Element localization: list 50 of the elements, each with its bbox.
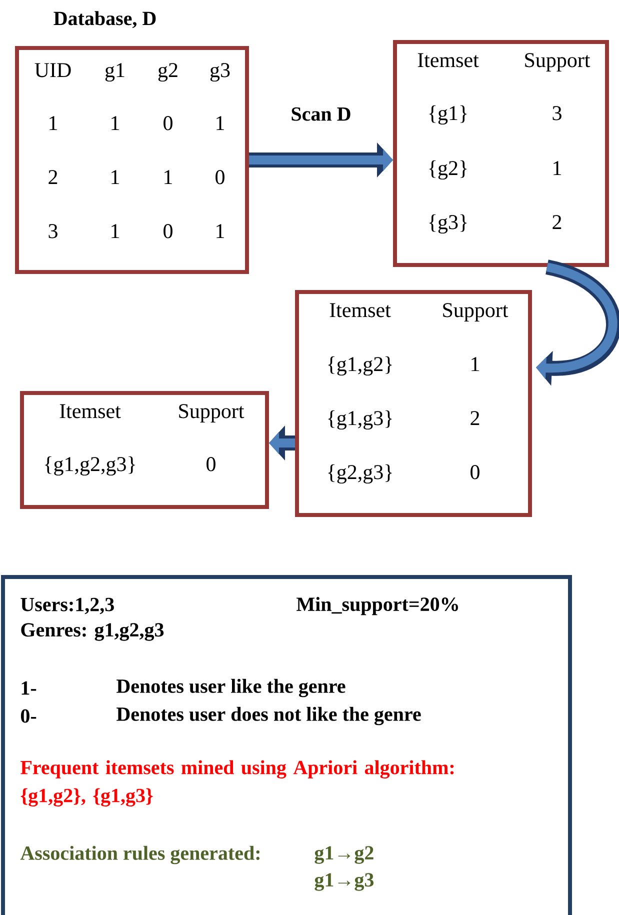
itemset-text: {g2}	[429, 160, 467, 180]
cell-value: 2	[48, 170, 58, 184]
block-arrow	[536, 260, 619, 386]
support-value: 3	[552, 106, 562, 120]
note-text: g1→g2	[314, 846, 374, 864]
column-header: Itemset	[330, 303, 391, 318]
support-value: 0	[470, 465, 480, 480]
note-text: Genres: g1,g2,g3	[21, 623, 164, 641]
cell-value: 1	[216, 116, 224, 130]
cell-value: 1	[164, 170, 172, 184]
support-value: 1	[472, 357, 479, 371]
cell-value: 1	[112, 224, 119, 238]
cell-value: 1	[50, 116, 57, 130]
cell-value: 3	[48, 224, 58, 238]
cell-value: 0	[164, 224, 172, 238]
column-header: g1	[105, 63, 124, 82]
support-value: 2	[552, 215, 562, 229]
itemset-text: {g1}	[429, 105, 467, 125]
note-text: 0-	[20, 709, 36, 723]
column-header: Support	[525, 53, 590, 72]
note-text: Association rules generated:	[20, 846, 260, 864]
cell-value: 1	[216, 224, 224, 238]
note-text: g1→g3	[314, 873, 374, 891]
note-text: Denotes user does not like the genre	[116, 706, 421, 726]
note-text: 1-	[22, 681, 36, 695]
support-value: 1	[554, 161, 561, 175]
note-text: Min_support=20%	[296, 596, 458, 616]
itemset-text: {g3}	[429, 214, 467, 234]
itemset-text: {g1,g2,g3}	[45, 456, 135, 476]
column-header: Itemset	[60, 404, 121, 418]
column-header: Support	[443, 303, 508, 322]
itemset-text: {g1,g3}	[328, 410, 392, 430]
itemset-text: {g2,g3}	[328, 464, 392, 484]
cell-value: 0	[164, 116, 172, 130]
note-text: Frequent itemsets mined using Apriori algorithm: {g1,g2}, {g1,g3}	[20, 760, 454, 806]
itemset-text: {g1,g2}	[328, 356, 392, 376]
edge-label: Scan D	[292, 107, 350, 121]
cell-value: 1	[112, 170, 119, 184]
cell-value: 0	[216, 170, 224, 184]
support-value: 2	[470, 411, 480, 425]
cell-value: 1	[112, 116, 119, 130]
column-header: Itemset	[418, 53, 479, 68]
column-header: g3	[210, 63, 230, 82]
column-header: UID	[34, 63, 71, 78]
column-header: g2	[158, 63, 178, 82]
table-title: Database, D	[54, 11, 156, 28]
note-text: Denotes user like the genre	[116, 678, 346, 698]
support-value: 0	[206, 457, 216, 472]
note-text: Users:1,2,3	[20, 598, 114, 614]
column-header: Support	[179, 404, 244, 422]
